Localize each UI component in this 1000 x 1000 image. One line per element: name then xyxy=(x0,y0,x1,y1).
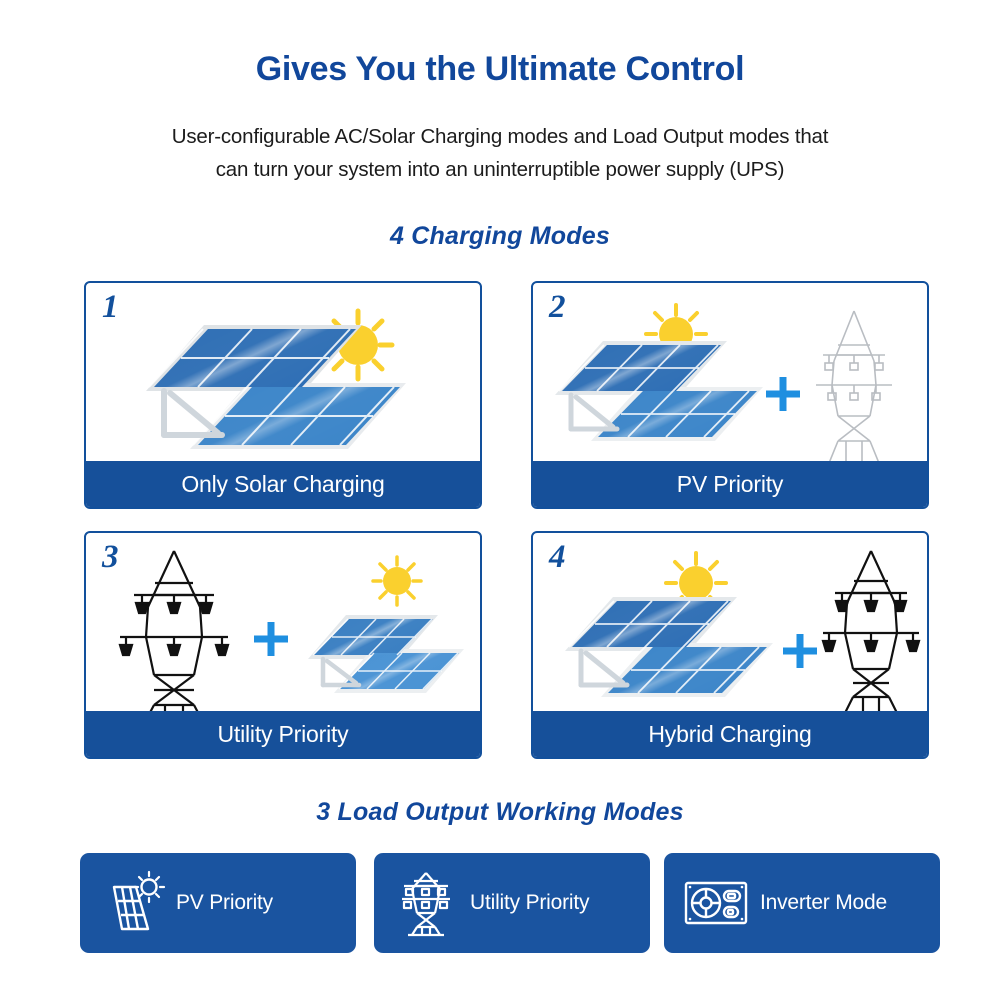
sun-icon xyxy=(371,555,423,607)
transmission-tower-icon xyxy=(821,550,921,713)
solar-panel-icon xyxy=(555,341,763,441)
page-subtitle-line-2: can turn your system into an uninterrupt… xyxy=(215,158,785,181)
page-subtitle-line-1: User-configurable AC/Solar Charging mode… xyxy=(171,125,829,148)
card-label: Utility Priority xyxy=(217,720,349,747)
card-number: 3 xyxy=(102,539,119,575)
load-output-label: PV Priority xyxy=(176,891,273,914)
sun-disc xyxy=(383,567,411,595)
card-label: PV Priority xyxy=(676,470,784,497)
card-3-illustration xyxy=(118,550,464,713)
load-output-mode-utility-priority[interactable]: Utility Priority xyxy=(374,853,650,953)
sun-disc xyxy=(679,566,713,600)
card-number: 1 xyxy=(102,289,119,325)
plus-icon xyxy=(766,377,800,411)
load-output-mode-pv-priority[interactable]: PV Priority xyxy=(80,853,356,953)
inverter-icon xyxy=(680,867,752,939)
load-output-label: Inverter Mode xyxy=(760,891,887,914)
transmission-tower-icon xyxy=(390,867,462,939)
page-title: Gives You the Ultimate Control xyxy=(255,50,745,88)
solar-panel-icon xyxy=(308,615,464,693)
card-4-footer: Hybrid Charging xyxy=(533,711,927,757)
charging-mode-card-1[interactable]: 1 xyxy=(84,281,482,509)
card-1-footer: Only Solar Charging xyxy=(86,461,480,507)
plus-icon xyxy=(783,634,817,668)
card-2-footer: PV Priority xyxy=(533,461,927,507)
page-subtitle: User-configurable AC/Solar Charging mode… xyxy=(50,120,950,186)
section-title-charging-modes: 4 Charging Modes xyxy=(390,222,610,250)
card-1-illustration xyxy=(146,308,406,449)
plus-icon xyxy=(254,622,288,656)
charging-mode-card-3[interactable]: 3 xyxy=(84,531,482,759)
transmission-tower-icon xyxy=(816,310,892,463)
solar-panel-icon xyxy=(146,325,406,449)
charging-mode-card-2[interactable]: 2 xyxy=(531,281,929,509)
transmission-tower-icon xyxy=(118,550,230,713)
load-output-label: Utility Priority xyxy=(470,891,590,914)
solar-panel-sun-icon xyxy=(96,867,168,939)
solar-panel-icon xyxy=(565,597,773,697)
card-label: Only Solar Charging xyxy=(181,470,385,497)
card-3-footer: Utility Priority xyxy=(86,711,480,757)
load-output-mode-inverter[interactable]: Inverter Mode xyxy=(664,853,940,953)
card-4-illustration xyxy=(565,550,921,713)
card-2-illustration xyxy=(555,303,892,463)
section-title-load-output-modes: 3 Load Output Working Modes xyxy=(316,798,684,826)
card-label: Hybrid Charging xyxy=(648,720,812,747)
card-number: 2 xyxy=(549,289,566,325)
card-number: 4 xyxy=(549,539,566,575)
charging-mode-card-4[interactable]: 4 xyxy=(531,531,929,759)
